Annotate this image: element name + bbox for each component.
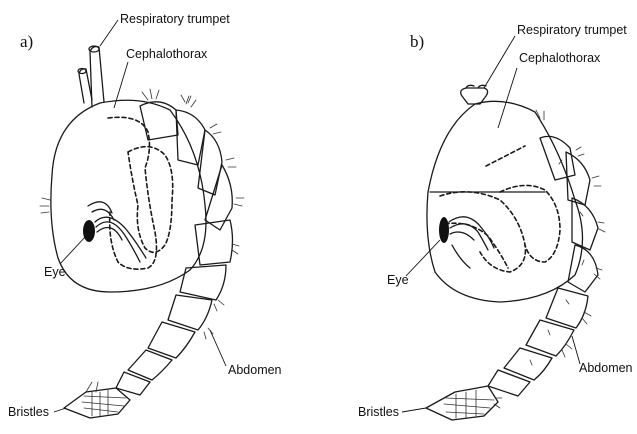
label-abdomen-b: Abdomen — [579, 361, 633, 375]
cephalothorax-a — [51, 100, 206, 292]
panel-b: b) — [358, 23, 633, 420]
label-respiratory-trumpet-b: Respiratory trumpet — [517, 23, 627, 37]
label-cephalothorax-a: Cephalothorax — [126, 47, 208, 61]
dashed-fold-b — [486, 146, 525, 166]
label-eye-a: Eye — [44, 265, 66, 279]
respiratory-trumpet-b — [461, 85, 488, 104]
bristles-a — [64, 382, 130, 418]
abdomen-b — [488, 136, 605, 396]
label-eye-b: Eye — [387, 273, 409, 287]
respiratory-trumpet-a — [78, 46, 104, 107]
label-cephalothorax-b: Cephalothorax — [519, 51, 601, 65]
label-abdomen-a: Abdomen — [228, 363, 282, 377]
label-bristles-b: Bristles — [358, 405, 399, 419]
cephalothorax-b — [427, 101, 583, 302]
panel-a: a) — [8, 12, 282, 419]
label-respiratory-trumpet-a: Respiratory trumpet — [120, 12, 230, 26]
panel-b-letter: b) — [410, 32, 424, 51]
panel-a-letter: a) — [20, 32, 33, 51]
bristles-b — [426, 386, 502, 420]
label-bristles-a: Bristles — [8, 405, 49, 419]
abdomen-a — [116, 96, 244, 395]
